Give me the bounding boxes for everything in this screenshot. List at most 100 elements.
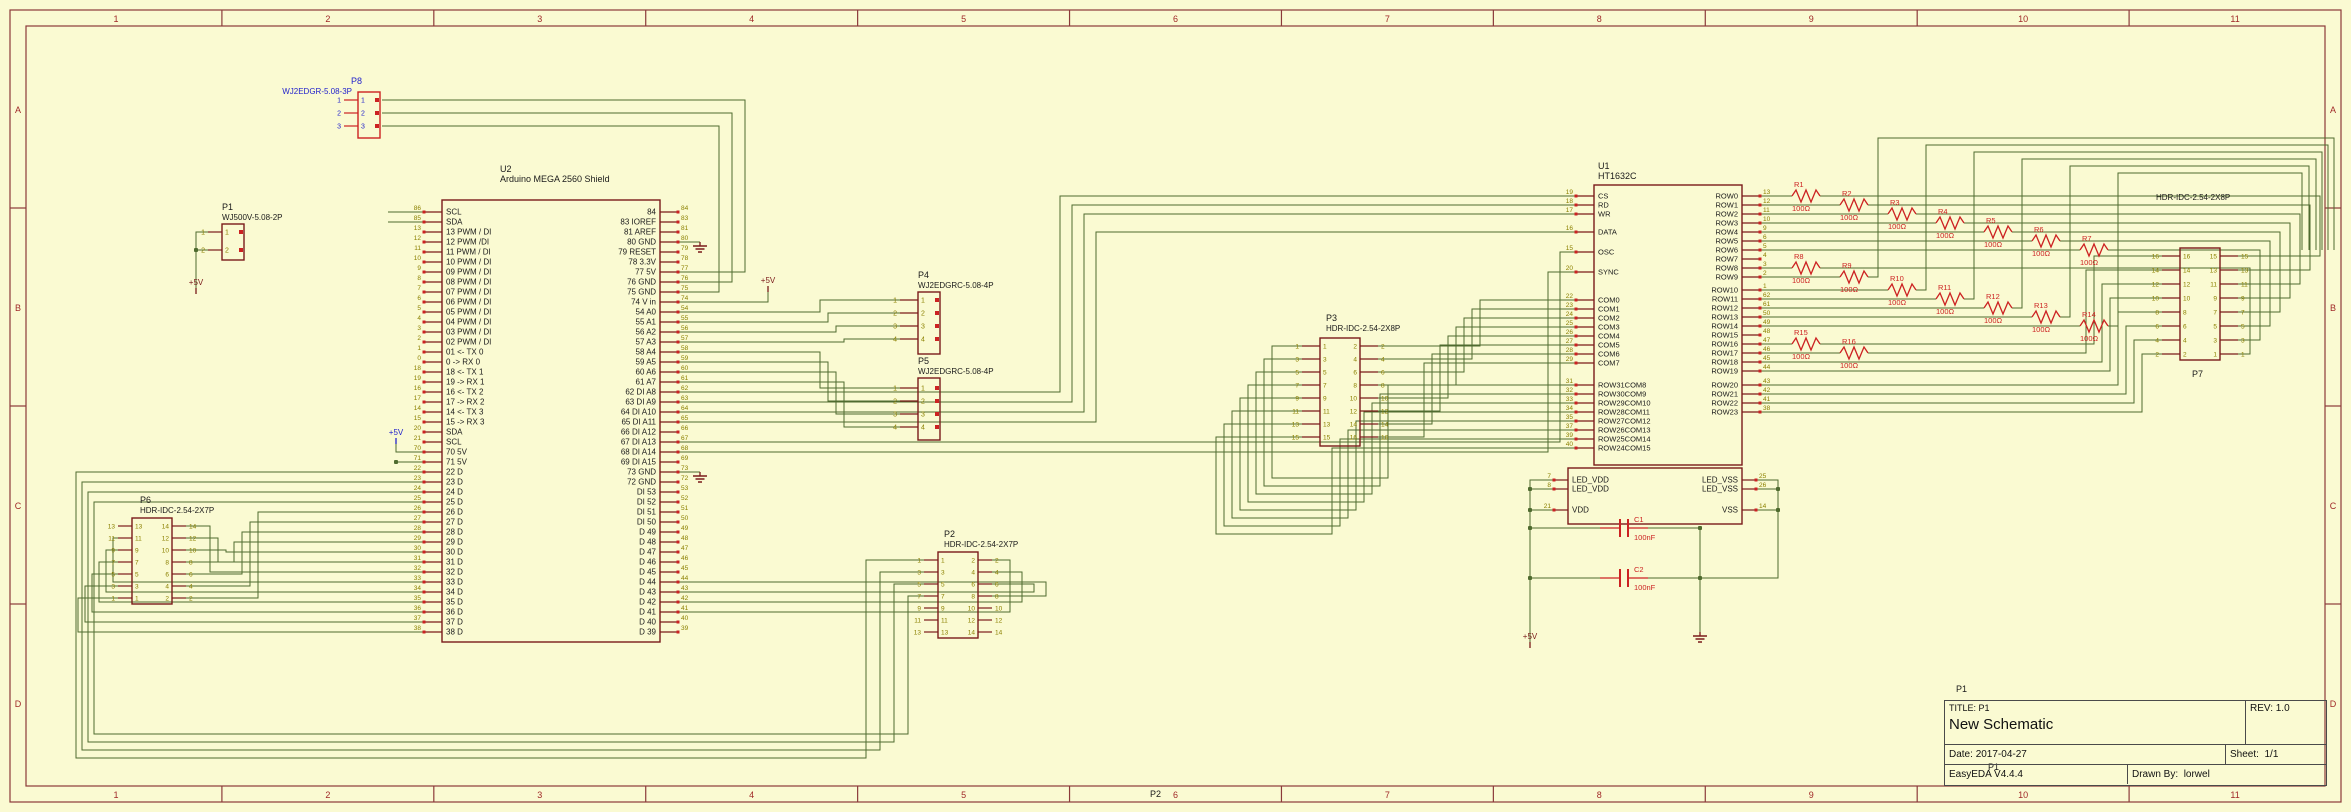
wire[interactable] bbox=[186, 549, 424, 553]
wire[interactable] bbox=[1868, 204, 2311, 271]
power-flag-5v[interactable]: +5V bbox=[189, 278, 204, 294]
wire[interactable] bbox=[382, 99, 746, 273]
wire[interactable] bbox=[1868, 269, 2162, 354]
wire[interactable] bbox=[1378, 344, 1576, 412]
wire[interactable] bbox=[382, 112, 733, 283]
wire[interactable] bbox=[1529, 479, 1554, 648]
wire[interactable] bbox=[1916, 144, 2329, 291]
wire[interactable] bbox=[1760, 325, 2162, 395]
wire[interactable] bbox=[395, 444, 424, 453]
wire[interactable] bbox=[2108, 249, 2261, 341]
wire[interactable] bbox=[1223, 423, 1576, 527]
wire[interactable] bbox=[112, 537, 424, 583]
wire[interactable] bbox=[678, 571, 1023, 603]
gnd-symbol[interactable] bbox=[693, 472, 707, 483]
wire[interactable] bbox=[91, 573, 424, 613]
wire[interactable] bbox=[678, 583, 1035, 593]
wire[interactable] bbox=[1760, 353, 2162, 413]
wire[interactable] bbox=[1868, 137, 2335, 278]
wire[interactable] bbox=[678, 204, 1576, 403]
wire[interactable] bbox=[678, 559, 1011, 613]
wire[interactable] bbox=[186, 511, 424, 599]
wire[interactable] bbox=[1760, 339, 2162, 404]
wire[interactable] bbox=[678, 299, 900, 313]
wire[interactable] bbox=[1378, 335, 1576, 399]
wire[interactable] bbox=[1271, 345, 1576, 479]
power-flag-5v[interactable]: +5V bbox=[1523, 632, 1538, 648]
wire[interactable] bbox=[1215, 436, 1576, 535]
wire[interactable] bbox=[186, 521, 424, 587]
wire[interactable] bbox=[678, 351, 900, 389]
wire[interactable] bbox=[1700, 479, 1779, 579]
wire[interactable] bbox=[2060, 165, 2310, 318]
wire[interactable] bbox=[75, 471, 924, 759]
wire[interactable] bbox=[2108, 172, 2303, 327]
wire[interactable] bbox=[195, 231, 208, 294]
wire[interactable] bbox=[678, 292, 769, 303]
wire[interactable] bbox=[105, 549, 424, 593]
wire[interactable] bbox=[1760, 283, 2162, 363]
wire[interactable] bbox=[93, 501, 924, 735]
wire[interactable] bbox=[1263, 358, 1576, 487]
wire[interactable] bbox=[1231, 410, 1576, 519]
wire[interactable] bbox=[1760, 297, 2162, 372]
wire[interactable] bbox=[98, 561, 424, 603]
wire[interactable] bbox=[382, 125, 720, 293]
wire[interactable] bbox=[84, 585, 424, 623]
wire[interactable] bbox=[678, 195, 1576, 393]
gnd-symbol[interactable] bbox=[1693, 632, 1707, 643]
wire[interactable] bbox=[1378, 299, 1576, 347]
title-block[interactable]: TITLE: P1 New Schematic REV: 1.0 Date: 2… bbox=[1944, 700, 2327, 786]
wire[interactable] bbox=[1820, 255, 2162, 345]
wire[interactable] bbox=[77, 597, 424, 633]
wire[interactable] bbox=[186, 531, 424, 575]
wire[interactable] bbox=[186, 525, 424, 573]
wire[interactable] bbox=[678, 271, 1576, 453]
wire[interactable] bbox=[678, 371, 900, 415]
wire[interactable] bbox=[1964, 222, 2291, 299]
wire[interactable] bbox=[186, 541, 424, 563]
wire[interactable] bbox=[2060, 240, 2271, 327]
wire[interactable] bbox=[1378, 308, 1576, 360]
wire[interactable] bbox=[678, 231, 1576, 423]
power-flag-5v[interactable]: +5V bbox=[761, 276, 776, 292]
wire[interactable] bbox=[2012, 231, 2281, 313]
wire[interactable] bbox=[1239, 397, 1576, 511]
wire[interactable] bbox=[1820, 267, 2251, 355]
wire[interactable] bbox=[87, 491, 924, 743]
wire[interactable] bbox=[678, 251, 1576, 443]
wire[interactable] bbox=[678, 381, 900, 428]
wire[interactable] bbox=[1378, 362, 1576, 438]
wire[interactable] bbox=[678, 581, 1047, 597]
wire[interactable] bbox=[678, 213, 1576, 413]
gnd-symbol[interactable] bbox=[693, 242, 707, 253]
wire[interactable] bbox=[2012, 158, 2317, 309]
wire[interactable] bbox=[678, 312, 900, 323]
wire[interactable] bbox=[1255, 371, 1576, 495]
wire[interactable] bbox=[1916, 213, 2301, 285]
